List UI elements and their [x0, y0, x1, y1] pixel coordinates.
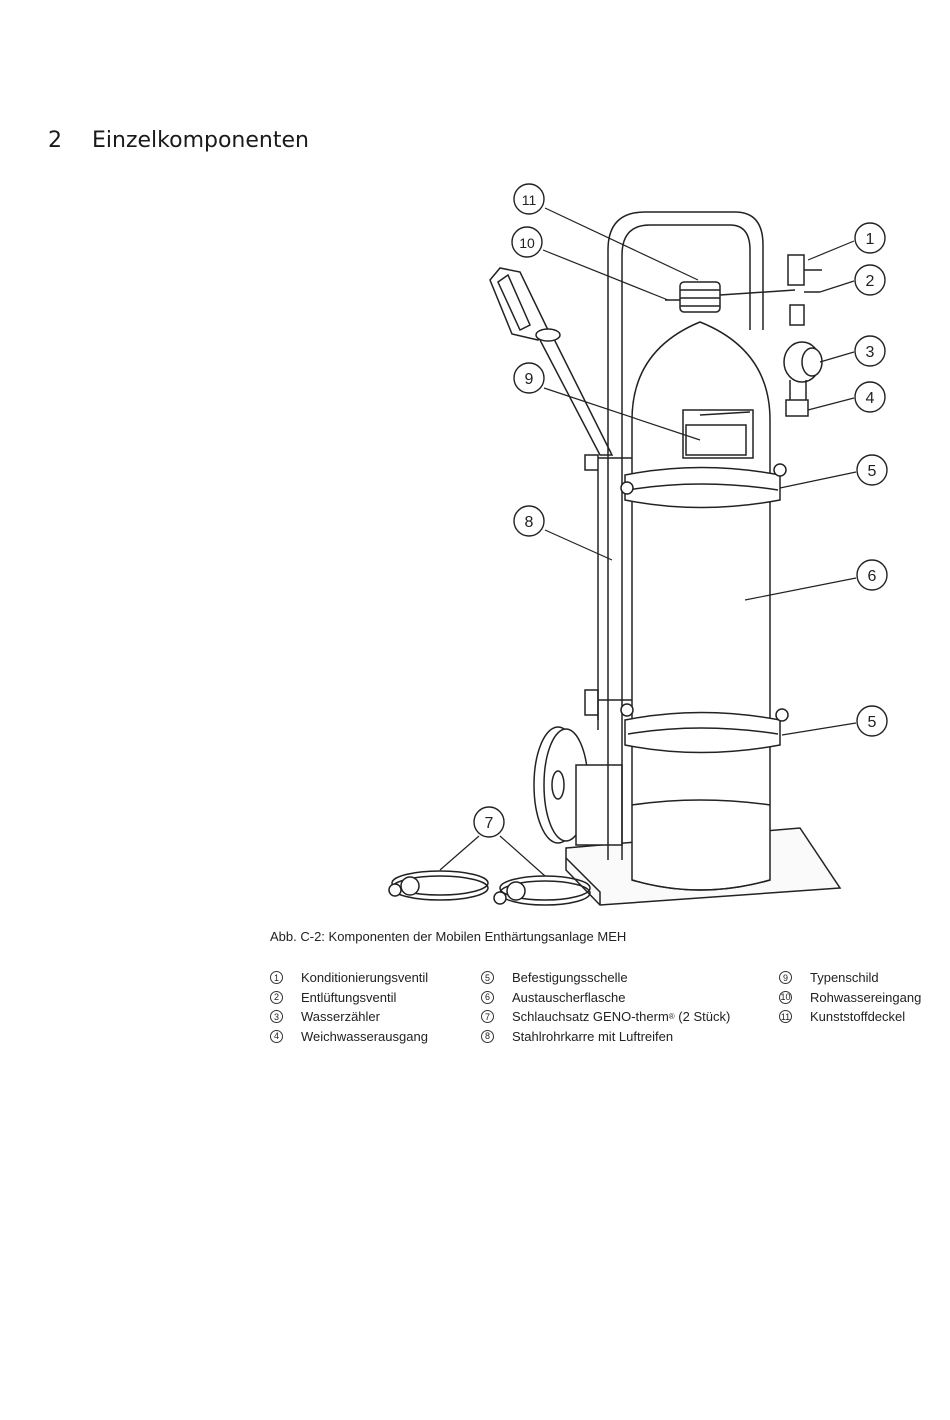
- legend-label: Wasserzähler: [301, 1009, 380, 1025]
- legend-number: 6: [481, 990, 494, 1004]
- legend-number: 4: [270, 1029, 283, 1043]
- callout-5b: [856, 705, 888, 737]
- callout-label: 3: [866, 344, 875, 361]
- callout-label: 4: [866, 390, 875, 407]
- section-number: 2: [48, 128, 62, 153]
- legend-item: 6 Austauscherflasche: [481, 988, 730, 1008]
- callout-3: [854, 335, 886, 367]
- legend-item: 9 Typenschild: [779, 968, 921, 988]
- callout-label: 1: [866, 231, 875, 248]
- legend-label: Befestigungsschelle: [512, 970, 628, 986]
- callout-5a: [856, 454, 888, 486]
- callout-7: [473, 806, 505, 838]
- callout-label: 11: [522, 192, 537, 208]
- callout-9: [513, 362, 545, 394]
- wheel: [533, 726, 623, 846]
- registered-mark: ®: [668, 1012, 675, 1022]
- legend-item: 1 Konditionierungsventil: [270, 968, 428, 988]
- leader-lines: [439, 207, 857, 877]
- clamps: [620, 463, 789, 754]
- legend-item: 5 Befestigungsschelle: [481, 968, 730, 988]
- callout-label: 5: [868, 463, 877, 480]
- push-handle: [489, 267, 614, 456]
- hose-set: [388, 870, 591, 906]
- callout-label: 2: [866, 273, 875, 290]
- legend-label: Schlauchsatz GENO-therm: [512, 1009, 669, 1025]
- legend-label-suffix: (2 Stück): [674, 1009, 731, 1025]
- legend-label: Weichwasserausgang: [301, 1028, 428, 1044]
- legend-item: 3 Wasserzähler: [270, 1007, 428, 1027]
- lid-and-valves: [665, 254, 823, 417]
- legend-number: 7: [481, 1010, 494, 1024]
- legend-number: 1: [270, 971, 283, 985]
- callout-label: 9: [525, 371, 534, 388]
- callout-label: 10: [519, 235, 535, 251]
- legend-item: 10 Rohwassereingang: [779, 988, 921, 1008]
- legend-label: Konditionierungsventil: [301, 970, 429, 986]
- callout-labels: 1 2 3 4 5 5 6 7 8 9 10 11: [485, 192, 877, 832]
- callout-label: 7: [485, 815, 494, 832]
- legend-item: 4 Weichwasserausgang: [270, 1027, 428, 1047]
- legend-item: 2 Entlüftungsventil: [270, 988, 428, 1008]
- legend-number: 10: [779, 990, 792, 1004]
- legend-number: 3: [270, 1010, 283, 1024]
- legend-label: Kunststoffdeckel: [810, 1009, 906, 1025]
- legend-number: 11: [779, 1010, 792, 1024]
- callout-label: 5: [868, 714, 877, 731]
- legend-column-2: 5 Befestigungsschelle 6 Austauscherflasche…: [481, 968, 730, 1046]
- legend-column-1: 1 Konditionierungsventil 2 Entlüftungsvent…: [270, 968, 428, 1046]
- callout-circles: [473, 183, 888, 838]
- callout-6: [856, 559, 888, 591]
- legend-label: Stahlrohrkarre mit Luftreifen: [512, 1028, 674, 1044]
- legend-label: Austauscherflasche: [512, 989, 626, 1005]
- callout-label: 8: [525, 514, 534, 531]
- legend-label: Typenschild: [810, 970, 879, 986]
- legend-number: 2: [270, 990, 283, 1004]
- legend-label: Rohwassereingang: [810, 989, 922, 1005]
- exchanger-bottle: [631, 321, 771, 891]
- section-title: Einzelkomponenten: [92, 128, 309, 153]
- legend-item: 8 Stahlrohrkarre mit Luftreifen: [481, 1027, 730, 1047]
- legend-number: 8: [481, 1029, 494, 1043]
- legend-column-3: 9 Typenschild 10 Rohwassereingang 11 Kunsts…: [779, 968, 921, 1027]
- callout-11: [513, 183, 545, 215]
- figure-caption: Abb. C-2: Komponenten der Mobilen Enthär…: [270, 929, 627, 944]
- legend-number: 9: [779, 971, 792, 985]
- callout-label: 6: [868, 568, 877, 585]
- legend-item: 7 Schlauchsatz GENO-therm® (2 Stück): [481, 1007, 730, 1027]
- callout-2: [854, 264, 886, 296]
- callout-4: [854, 381, 886, 413]
- callout-1: [854, 222, 886, 254]
- legend-item: 11 Kunststoffdeckel: [779, 1007, 921, 1027]
- legend-label: Entlüftungsventil: [301, 989, 397, 1005]
- callout-8: [513, 505, 545, 537]
- callout-10: [511, 226, 543, 258]
- section-heading: 2 Einzelkomponenten: [48, 128, 309, 153]
- legend-number: 5: [481, 971, 494, 985]
